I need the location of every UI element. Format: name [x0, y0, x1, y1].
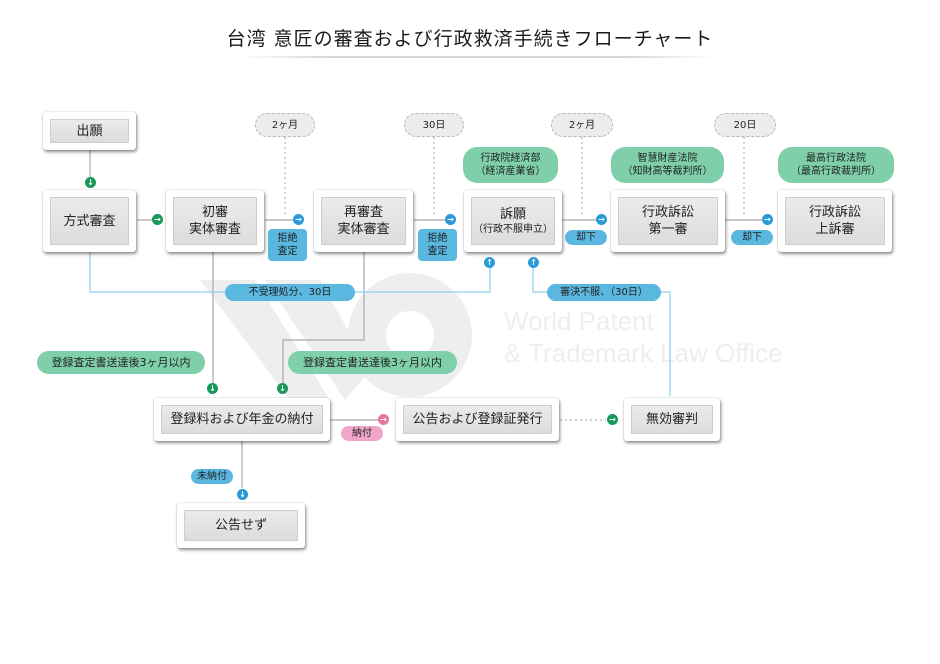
- page-title: 台湾 意匠の審査および行政救済手続きフローチャート: [226, 28, 714, 50]
- decision-dissatisfied-label: 審決不服、（30日）: [547, 284, 661, 301]
- node-first-exam[interactable]: 初審 実体審査: [166, 190, 264, 252]
- arrow-down-icon: ↓: [85, 177, 96, 188]
- line-re-to-fee: [282, 252, 365, 383]
- non-acceptance-label: 不受理処分、30日: [225, 284, 355, 301]
- rejection-label: 拒絶 査定: [418, 229, 457, 261]
- authority-sac: 最高行政法院 （最高行政裁判所）: [778, 147, 894, 183]
- rejection-label: 拒絶 査定: [268, 229, 307, 261]
- arrow-right-icon: →: [293, 214, 304, 225]
- arrow-down-icon: ↓: [277, 383, 288, 394]
- node-sublabel: （行政不服申立）: [473, 223, 553, 235]
- node-re-exam[interactable]: 再審査 実体審査: [314, 190, 413, 252]
- node-formality-exam[interactable]: 方式審査: [43, 190, 136, 252]
- authority-name-ja: （最高行政裁判所）: [791, 166, 881, 177]
- node-label: 訴願: [499, 206, 526, 222]
- arrow-down-icon: ↓: [207, 383, 218, 394]
- node-label: 上訴審: [815, 222, 855, 237]
- arrow-right-icon: →: [445, 214, 456, 225]
- authority-name-ja: （知財高等裁判所）: [622, 166, 713, 177]
- node-application[interactable]: 出願: [43, 112, 136, 150]
- rejection-text: 拒絶: [427, 233, 448, 244]
- arrow-right-icon: →: [607, 414, 618, 425]
- rejection-text: 査定: [427, 246, 448, 257]
- dismissal-label: 却下: [565, 230, 607, 245]
- node-label: 実体審査: [337, 222, 390, 237]
- arrow-right-icon: →: [596, 214, 607, 225]
- condition-label: 登録査定書送達後3ヶ月以内: [288, 351, 457, 374]
- node-publication[interactable]: 公告および登録証発行: [396, 398, 559, 441]
- node-admin-litigation-appeal[interactable]: 行政訴訟 上訴審: [778, 190, 892, 252]
- arrow-down-icon: ↓: [237, 489, 248, 500]
- node-label: 再審査: [343, 205, 383, 220]
- node-no-publication[interactable]: 公告せず: [177, 503, 305, 548]
- node-admin-litigation-first[interactable]: 行政訴訟 第一審: [611, 190, 725, 252]
- authority-ipc: 智慧財産法院 （知財高等裁判所）: [611, 147, 724, 183]
- watermark-text-line2: & Trademark Law Office: [504, 338, 783, 368]
- node-invalidation[interactable]: 無効審判: [624, 398, 720, 441]
- authority-name: 最高行政法院: [806, 153, 866, 164]
- node-appeal[interactable]: 訴願 （行政不服申立）: [464, 190, 562, 252]
- deadline-badge: 2ヶ月: [255, 113, 315, 137]
- node-label: 出願: [76, 123, 103, 139]
- node-label: 行政訴訟: [641, 205, 694, 220]
- node-label: 方式審査: [63, 213, 116, 229]
- node-fee-payment[interactable]: 登録料および年金の納付: [154, 398, 330, 441]
- authority-name: 智慧財産法院: [637, 153, 698, 164]
- node-label: 無効審判: [645, 412, 698, 427]
- node-label: 公告せず: [214, 518, 267, 533]
- node-label: 公告および登録証発行: [412, 412, 543, 427]
- arrow-right-icon: →: [152, 214, 163, 225]
- title-divider: [240, 56, 715, 58]
- deadline-badge: 20日: [714, 113, 776, 137]
- deadline-badge: 2ヶ月: [551, 113, 613, 137]
- condition-label: 登録査定書送達後3ヶ月以内: [37, 351, 205, 374]
- watermark-text-line1: World Patent: [504, 306, 654, 336]
- authority-name-ja: （経済産業省）: [475, 166, 546, 177]
- node-label: 第一審: [648, 222, 688, 237]
- node-label: 登録料および年金の納付: [170, 412, 314, 427]
- deadline-badge: 30日: [404, 113, 464, 137]
- rejection-text: 拒絶: [277, 233, 298, 244]
- paid-label: 納付: [341, 426, 383, 441]
- arrow-right-icon: →: [378, 414, 389, 425]
- node-label: 初審: [201, 205, 228, 220]
- unpaid-label: 未納付: [191, 469, 233, 484]
- node-label: 行政訴訟: [808, 205, 861, 220]
- arrow-up-icon: ↑: [484, 257, 495, 268]
- authority-moea: 行政院経済部 （経済産業省）: [463, 147, 558, 183]
- rejection-text: 査定: [277, 246, 298, 257]
- dismissal-label: 却下: [731, 230, 773, 245]
- arrow-up-icon: ↑: [528, 257, 539, 268]
- arrow-right-icon: →: [762, 214, 773, 225]
- node-label: 実体審査: [188, 222, 241, 237]
- authority-name: 行政院経済部: [480, 153, 541, 164]
